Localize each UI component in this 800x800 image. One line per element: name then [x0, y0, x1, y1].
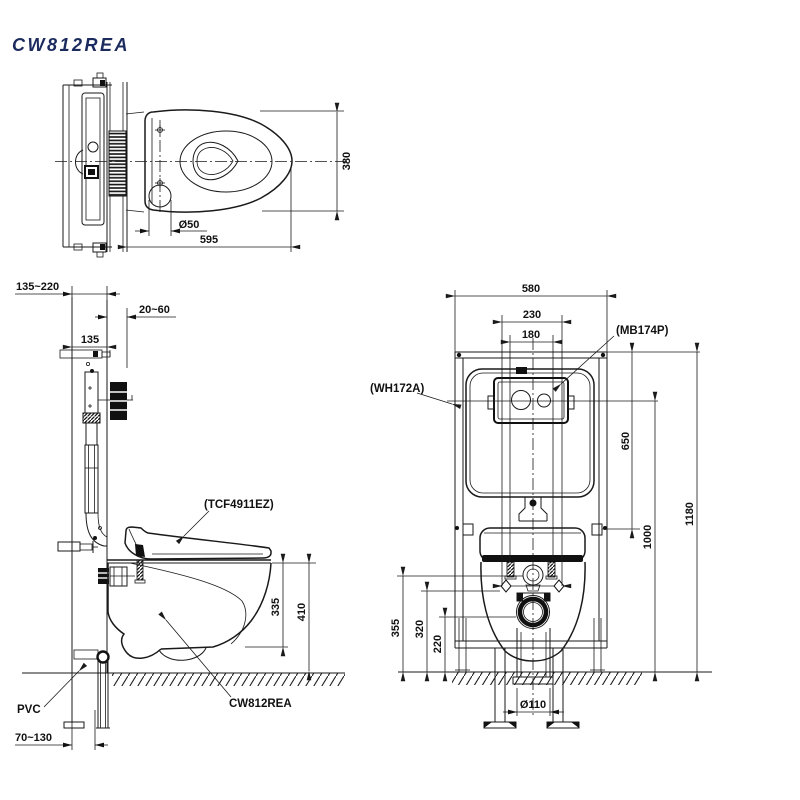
- label-bowl-model: CW812REA: [229, 698, 292, 710]
- dim-side-tile-range: 20~60: [139, 304, 170, 316]
- dim-top-hole: Ø50: [179, 219, 200, 231]
- dim-side-outlet-offset: 70~130: [15, 732, 52, 744]
- dim-front-drain-height: 220: [432, 635, 444, 653]
- drawing-title: CW812REA: [12, 35, 130, 55]
- side-view: 135~220 20~60 135 335 410 70~130 (TCF491…: [15, 281, 345, 750]
- dim-side-bowl-height: 335: [270, 598, 282, 616]
- dim-front-bolt-inner: 180: [522, 329, 540, 341]
- label-seat-model: (TCF4911EZ): [204, 499, 274, 511]
- dim-front-drain-dia: Ø110: [520, 699, 546, 711]
- dim-side-depth-range: 135~220: [16, 281, 59, 293]
- dim-top-width: 380: [341, 152, 353, 170]
- dim-front-supply-height: 355: [390, 619, 402, 637]
- dim-front-bolt-height: 320: [414, 620, 426, 638]
- dim-front-plate-height: 1000: [642, 525, 654, 549]
- dim-side-rim-height: 410: [296, 603, 308, 621]
- front-view: 580 230 180 (MB174P) (WH172A) 650 1000 1…: [370, 283, 712, 729]
- label-flush-plate: (MB174P): [616, 325, 669, 337]
- dim-front-bolt-outer: 230: [523, 309, 541, 321]
- top-view: 380 Ø50 595: [55, 72, 353, 258]
- label-carrier-frame: (WH172A): [370, 383, 424, 395]
- dim-top-length: 595: [200, 234, 218, 246]
- dim-side-frame-depth: 135: [81, 334, 99, 346]
- dim-front-bracket-height: 650: [620, 432, 632, 450]
- dim-front-width: 580: [522, 283, 540, 295]
- dim-front-frame-height: 1180: [684, 502, 696, 526]
- label-pipe-material: PVC: [17, 704, 41, 716]
